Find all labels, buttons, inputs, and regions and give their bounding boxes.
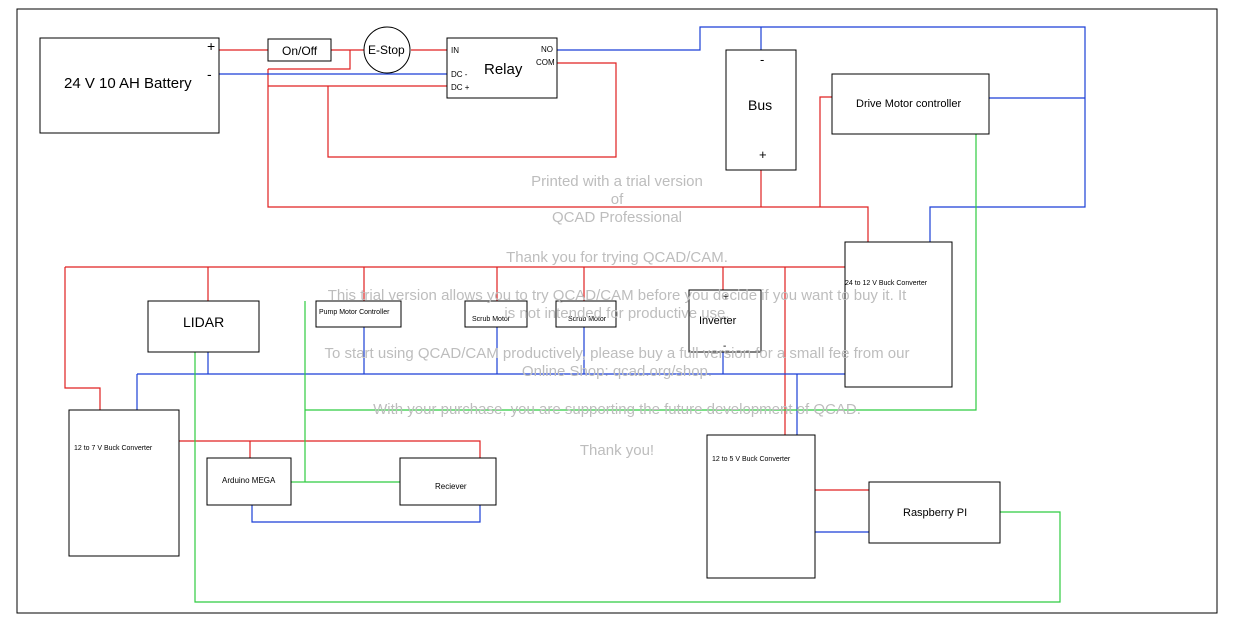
raspberry-label: Raspberry PI bbox=[903, 507, 967, 519]
inverter-plus: + bbox=[723, 292, 729, 303]
onoff-switch: On/Off bbox=[267, 38, 332, 62]
watermark-line-3: QCAD Professional bbox=[552, 209, 682, 226]
drive-motor-label: Drive Motor controller bbox=[856, 98, 961, 110]
buck-12-7-label: 12 to 7 V Buck Converter bbox=[74, 445, 153, 452]
inverter-label: Inverter bbox=[699, 315, 737, 327]
scrub-motor-1-label: Scrub Motor bbox=[472, 316, 511, 323]
negative-wires bbox=[136, 26, 1086, 533]
raspberry-box: Raspberry PI bbox=[868, 481, 1001, 544]
watermark-line-9: With your purchase, you are supporting t… bbox=[373, 401, 861, 418]
watermark-line-1: Printed with a trial version bbox=[531, 173, 703, 190]
lidar-box: LIDAR bbox=[147, 300, 260, 353]
scrub-motor-2-box: Scrub Motor bbox=[555, 300, 617, 328]
onoff-label: On/Off bbox=[282, 44, 318, 58]
bus-label: Bus bbox=[748, 97, 772, 113]
pump-motor-box: Pump Motor Controller bbox=[315, 300, 402, 328]
arduino-label: Arduino MEGA bbox=[222, 476, 276, 485]
pump-motor-label: Pump Motor Controller bbox=[319, 309, 390, 316]
buck-12-5-box: 12 to 5 V Buck Converter bbox=[706, 434, 816, 579]
relay-pin-in: IN bbox=[451, 46, 459, 55]
watermark-line-10: Thank you! bbox=[580, 442, 654, 459]
buck-12-5-label: 12 to 5 V Buck Converter bbox=[712, 456, 791, 463]
watermark-line-7: To start using QCAD/CAM productively, pl… bbox=[325, 345, 910, 362]
estop-label: E-Stop bbox=[368, 43, 405, 57]
buck-12-7-box: 12 to 7 V Buck Converter bbox=[68, 409, 180, 557]
buck-24-12-box: 24 to 12 V Buck Converter bbox=[844, 241, 953, 388]
relay-pin-no: NO bbox=[541, 45, 553, 54]
bus-box: Bus - + bbox=[725, 49, 797, 171]
drawing-frame bbox=[16, 8, 1218, 614]
buck-24-12-label: 24 to 12 V Buck Converter bbox=[845, 280, 928, 287]
relay-label: Relay bbox=[484, 61, 523, 78]
estop-button: E-Stop bbox=[363, 26, 411, 74]
arduino-box: Arduino MEGA bbox=[206, 457, 292, 506]
battery-label: 24 V 10 AH Battery bbox=[64, 75, 192, 92]
watermark-line-2: of bbox=[611, 191, 624, 208]
battery-neg-terminal: - bbox=[207, 66, 212, 82]
positive-wires bbox=[64, 49, 869, 491]
relay-pin-dc-minus: DC - bbox=[451, 70, 468, 79]
battery-pos-terminal: + bbox=[207, 38, 215, 54]
receiver-box: Reciever bbox=[399, 457, 497, 506]
lidar-label: LIDAR bbox=[183, 314, 224, 330]
relay-box: Relay IN DC - DC + NO COM bbox=[446, 37, 558, 99]
trial-watermark: Printed with a trial version of QCAD Pro… bbox=[325, 173, 910, 459]
watermark-line-5: This trial version allows you to try QCA… bbox=[328, 287, 907, 304]
bus-plus: + bbox=[759, 147, 767, 162]
scrub-motor-1-box: Scrub Motor bbox=[464, 300, 528, 328]
scrub-motor-2-label: Scrub Motor bbox=[568, 316, 607, 323]
receiver-label: Reciever bbox=[435, 482, 467, 491]
relay-pin-dc-plus: DC + bbox=[451, 83, 470, 92]
watermark-line-6: is not intended for productive use. bbox=[504, 305, 729, 322]
watermark-line-8: Online Shop: qcad.org/shop. bbox=[522, 363, 712, 380]
battery-box: 24 V 10 AH Battery + - bbox=[39, 37, 220, 134]
signal-wires bbox=[194, 134, 1061, 603]
drive-motor-box: Drive Motor controller bbox=[831, 73, 990, 135]
watermark-line-4: Thank you for trying QCAD/CAM. bbox=[506, 249, 728, 266]
inverter-minus: - bbox=[723, 341, 726, 352]
relay-pin-com: COM bbox=[536, 58, 555, 67]
bus-minus: - bbox=[760, 52, 764, 67]
inverter-box: Inverter + - bbox=[688, 289, 762, 353]
